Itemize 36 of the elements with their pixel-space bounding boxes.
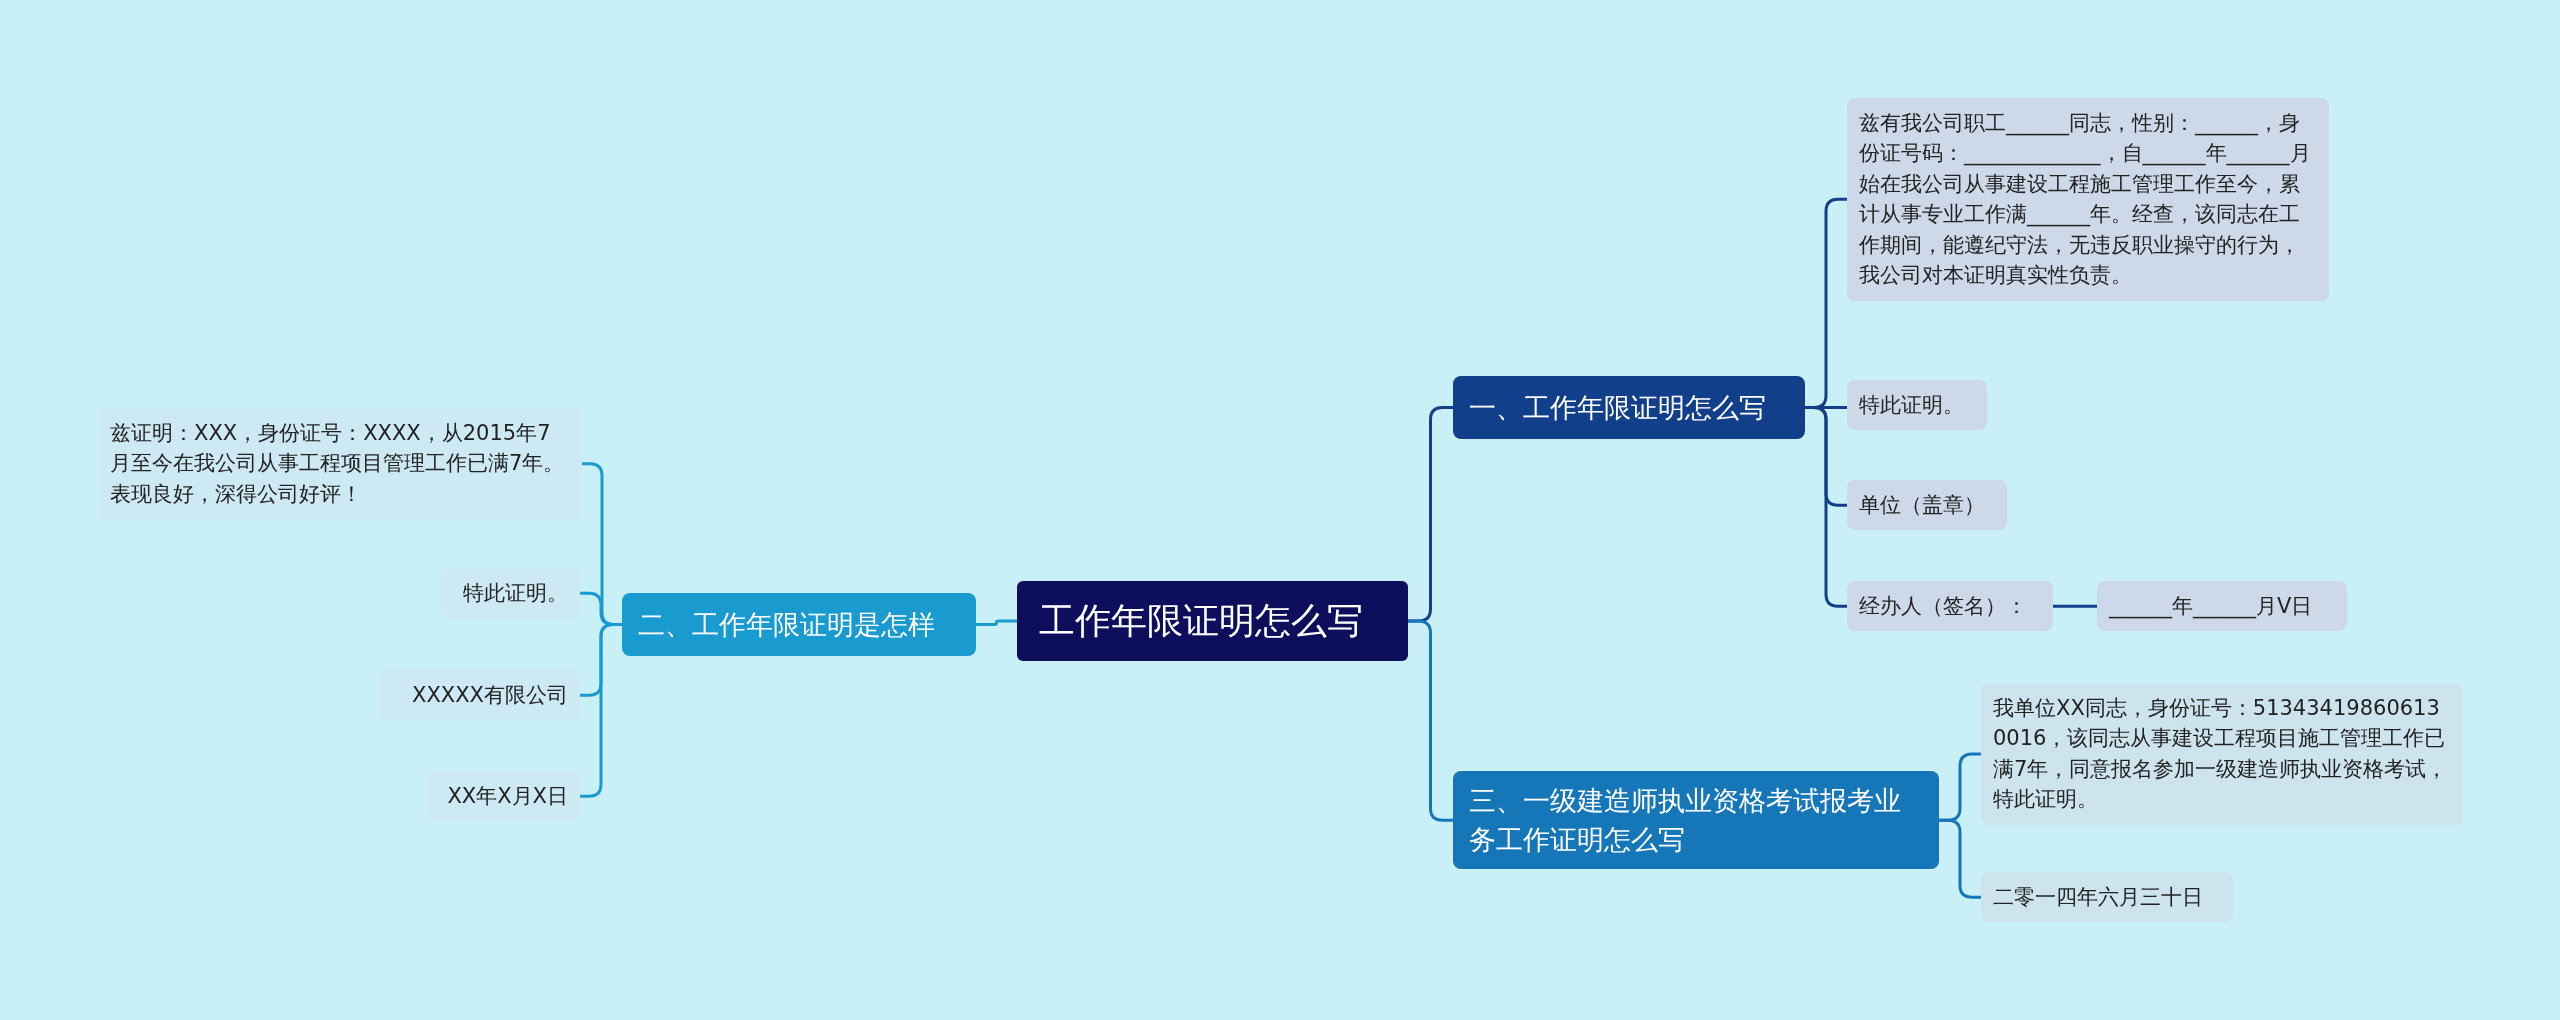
leaf-topic bbox=[1847, 480, 2007, 531]
leaf-topic bbox=[1981, 683, 2463, 825]
leaf-topic bbox=[441, 568, 580, 619]
connector-line bbox=[1805, 406, 1847, 608]
topic-text: 特此证明。 bbox=[462, 580, 568, 607]
leaf-topic bbox=[380, 670, 580, 721]
topic-text: XXXXX有限公司 bbox=[411, 682, 568, 709]
topic-text: 二、工作年限证明是怎样 bbox=[638, 608, 936, 642]
topic-text: 兹有我公司职工______同志，性别：______，身份证号码：_____________，自______年______月始在我公司从事建设工程施工管理工作至今，累计从事专业工作满______年。经查，该同志在工作期间，能遵纪守法，无违反职业操守的行为，我公司对本证明真实性负责。 bbox=[1859, 110, 2312, 290]
topic-text: XX年X月X日 bbox=[446, 783, 568, 810]
branch-topic bbox=[1453, 771, 1939, 870]
connector-line bbox=[2053, 604, 2097, 608]
topic-text: 兹证明：XXX，身份证号：XXXX，从2015年7月至今在我公司从事工程项目管理工作已满7年。表现良好，深得公司好评！ bbox=[110, 420, 566, 508]
topic-text: 三、一级建造师执业资格考试报考业务工作证明怎么写 bbox=[1469, 784, 1902, 858]
leaf-topic bbox=[1847, 581, 2053, 632]
leaf-topic bbox=[1981, 872, 2233, 923]
leaf-topic bbox=[1847, 380, 1987, 431]
connector-line bbox=[976, 619, 1017, 627]
connector-line bbox=[1408, 619, 1453, 822]
branch-topic bbox=[1453, 376, 1805, 440]
leaf-topic bbox=[428, 771, 580, 822]
leaf-topic bbox=[98, 408, 582, 520]
topic-text: 经办人（签名）： bbox=[1859, 593, 2028, 620]
leaf-topic bbox=[1847, 98, 2329, 301]
connector-line bbox=[1939, 818, 1981, 899]
topic-text: 工作年限证明怎么写 bbox=[1039, 599, 1364, 643]
topic-text: 单位（盖章） bbox=[1859, 492, 1986, 519]
branch-topic bbox=[622, 593, 976, 657]
central-topic bbox=[1017, 581, 1408, 662]
topic-text: 一、工作年限证明怎么写 bbox=[1469, 391, 1767, 425]
topic-text: 二零一四年六月三十日 bbox=[1993, 884, 2204, 911]
topic-text: ______年______月V日 bbox=[2109, 593, 2314, 621]
topic-text: 特此证明。 bbox=[1859, 392, 1965, 419]
leaf-topic bbox=[2097, 581, 2347, 632]
topic-text: 我单位XX同志，身份证号：513434198606130016，该同志从事建设工程项目施工管理工作已满7年，同意报名参加一级建造师执业资格考试，特此证明。 bbox=[1993, 695, 2449, 814]
connector-line bbox=[580, 623, 622, 798]
